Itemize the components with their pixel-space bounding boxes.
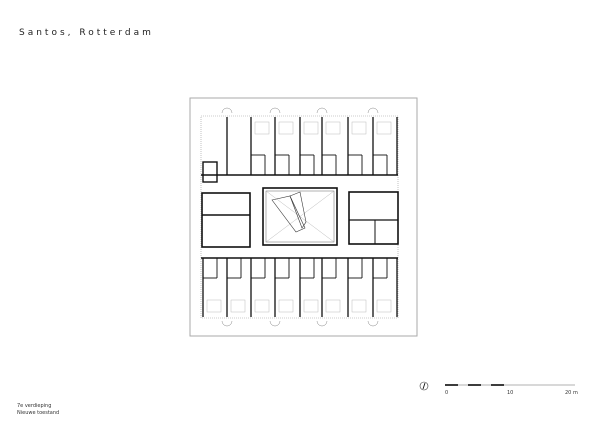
bed bbox=[254, 299, 270, 313]
floor-caption: 7e verdieping bbox=[17, 403, 52, 409]
drawing-title: Santos, Rotterdam bbox=[19, 28, 154, 38]
bed bbox=[230, 299, 246, 313]
core-inner bbox=[265, 190, 335, 243]
door-swing bbox=[316, 107, 328, 114]
scale-label-20: 20 m bbox=[565, 390, 578, 396]
door-swing bbox=[316, 320, 328, 327]
scale-label-0: 0 bbox=[445, 390, 448, 396]
north-arrow-icon bbox=[419, 381, 429, 391]
bed bbox=[325, 299, 341, 313]
left-stair-block bbox=[201, 192, 251, 248]
scale-bar: 0 10 20 m bbox=[445, 384, 578, 396]
bed bbox=[351, 121, 367, 135]
scale-label-10: 10 bbox=[507, 390, 513, 396]
bed bbox=[206, 299, 222, 313]
floor-plan-drawing bbox=[189, 97, 418, 337]
bed bbox=[376, 299, 392, 313]
bed bbox=[254, 121, 270, 135]
void-cross bbox=[265, 190, 335, 243]
door-swing bbox=[221, 320, 233, 327]
right-stair-block bbox=[348, 191, 399, 245]
plot-outline bbox=[189, 97, 418, 337]
door-swing bbox=[367, 107, 379, 114]
state-caption: Nieuwe toestand bbox=[17, 410, 60, 416]
door-swing bbox=[221, 107, 233, 114]
door-swing bbox=[269, 107, 281, 114]
bed bbox=[325, 121, 341, 135]
bed bbox=[351, 299, 367, 313]
bed bbox=[376, 121, 392, 135]
central-core bbox=[262, 187, 338, 246]
bed bbox=[278, 121, 294, 135]
bed bbox=[278, 299, 294, 313]
door-swing bbox=[367, 320, 379, 327]
lift bbox=[202, 161, 218, 183]
stair bbox=[289, 191, 307, 229]
bed bbox=[303, 299, 319, 313]
bed bbox=[303, 121, 319, 135]
door-swing bbox=[269, 320, 281, 327]
stair bbox=[271, 195, 306, 233]
